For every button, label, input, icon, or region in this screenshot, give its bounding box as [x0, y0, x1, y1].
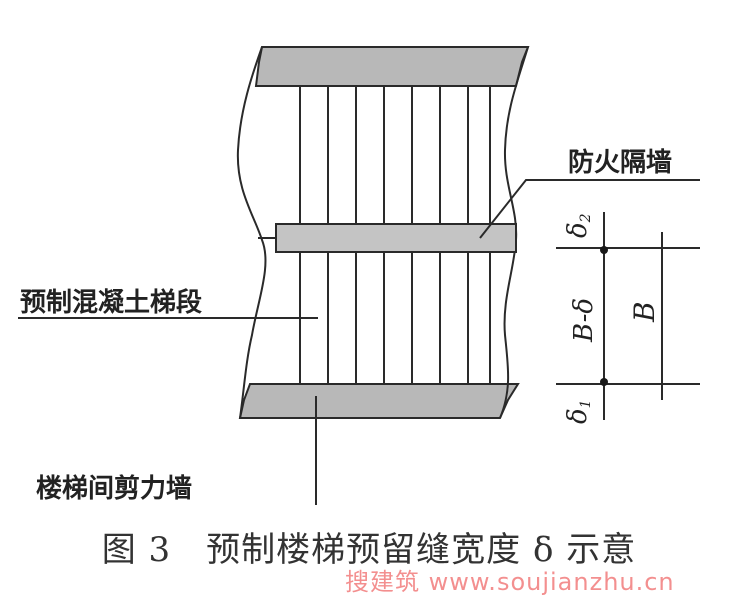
- bottom-shear-wall: [238, 383, 520, 419]
- firewall-leader: [479, 179, 700, 239]
- top-shear-wall: [254, 46, 530, 87]
- firewall-label: 防火隔墙: [568, 148, 673, 178]
- firewall-bar: [275, 223, 517, 253]
- dim-dot-top: [600, 246, 608, 254]
- shear-wall-label: 楼梯间剪力墙: [36, 474, 193, 504]
- dim-b: B: [628, 301, 661, 323]
- figure-caption: 图 3 预制楼梯预留缝宽度 δ 示意: [101, 530, 637, 570]
- left-break-line: [236, 46, 267, 419]
- watermark: 搜建筑 www.soujianzhu.cn: [345, 568, 675, 596]
- lower-stair-treads: [299, 252, 491, 384]
- dim-delta-bottom: δ1: [563, 399, 594, 424]
- upper-stair-treads: [299, 86, 491, 224]
- dim-b-minus-delta: B-δ: [569, 298, 599, 343]
- dim-delta-top: δ2: [563, 213, 594, 238]
- stair-segment-label: 预制混凝土梯段: [20, 288, 203, 318]
- dimension-lines: [556, 212, 700, 420]
- dim-dot-bottom: [600, 378, 608, 386]
